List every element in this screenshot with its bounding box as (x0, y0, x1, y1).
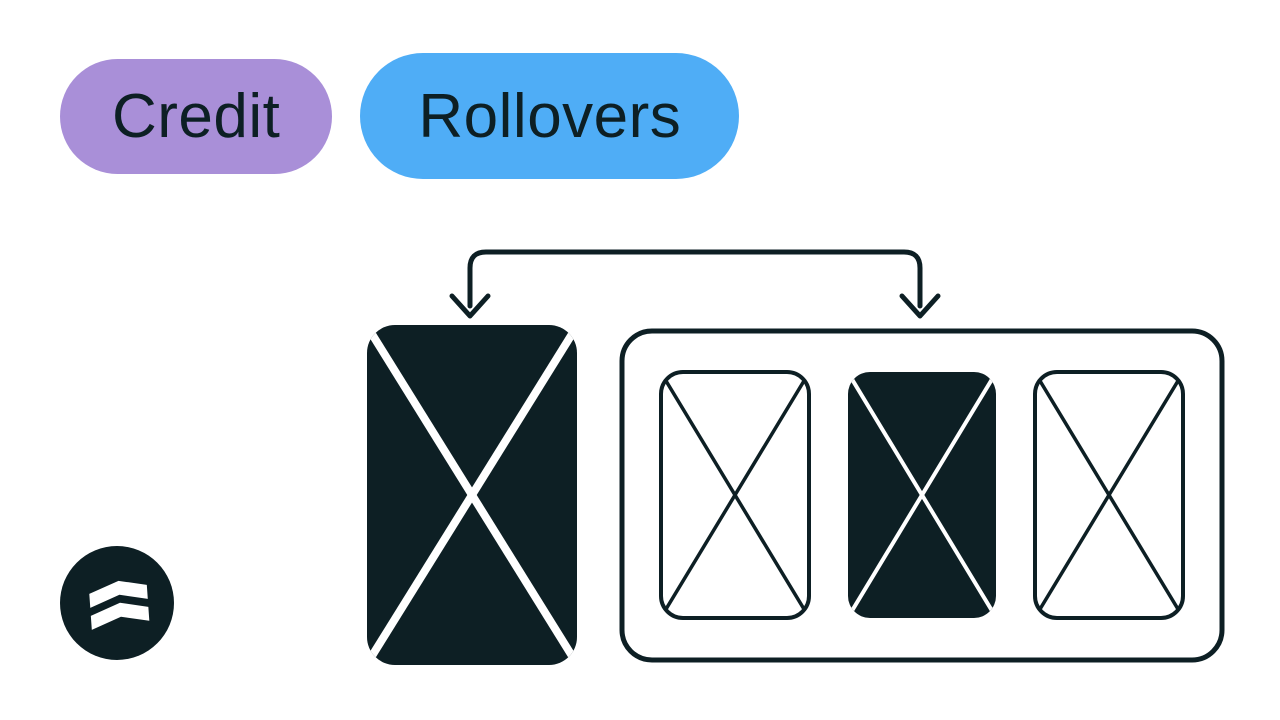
rollover-arrow (449, 249, 941, 319)
badge-credit-label: Credit (112, 81, 281, 151)
tray-card-1 (659, 370, 811, 620)
tray-card-3 (1033, 370, 1185, 620)
badge-rollovers-label: Rollovers (418, 81, 682, 151)
tray-card-1-body (659, 370, 811, 620)
cross-line (661, 372, 809, 618)
arrow-head-left-icon (449, 293, 491, 319)
brand-logo (60, 546, 174, 660)
cross-line (848, 372, 996, 618)
tray-card-2 (848, 372, 996, 618)
arrow-connector-line (467, 249, 923, 309)
arrow-head-right-icon (899, 293, 941, 319)
credit-card-large-cross-icon (367, 325, 577, 665)
badge-credit: Credit (60, 58, 333, 174)
tray-card-3-cross-icon (1035, 372, 1183, 618)
brand-logo-circle (60, 546, 174, 660)
brand-logo-stripe (90, 602, 150, 630)
brand-logo-flag-icon (89, 580, 150, 630)
tray-card-2-cross-icon (848, 372, 996, 618)
rollover-tray (619, 328, 1225, 663)
rollover-tray-outline (619, 328, 1225, 663)
cross-line (1035, 372, 1183, 618)
credit-card-large (367, 325, 577, 665)
cross-line (367, 325, 577, 665)
badge-rollovers: Rollovers (360, 53, 740, 179)
tray-card-3-body (1033, 370, 1185, 620)
tray-card-1-cross-icon (661, 372, 809, 618)
title-badges: Credit Rollovers (60, 53, 740, 179)
brand-logo-stripe (89, 580, 148, 608)
